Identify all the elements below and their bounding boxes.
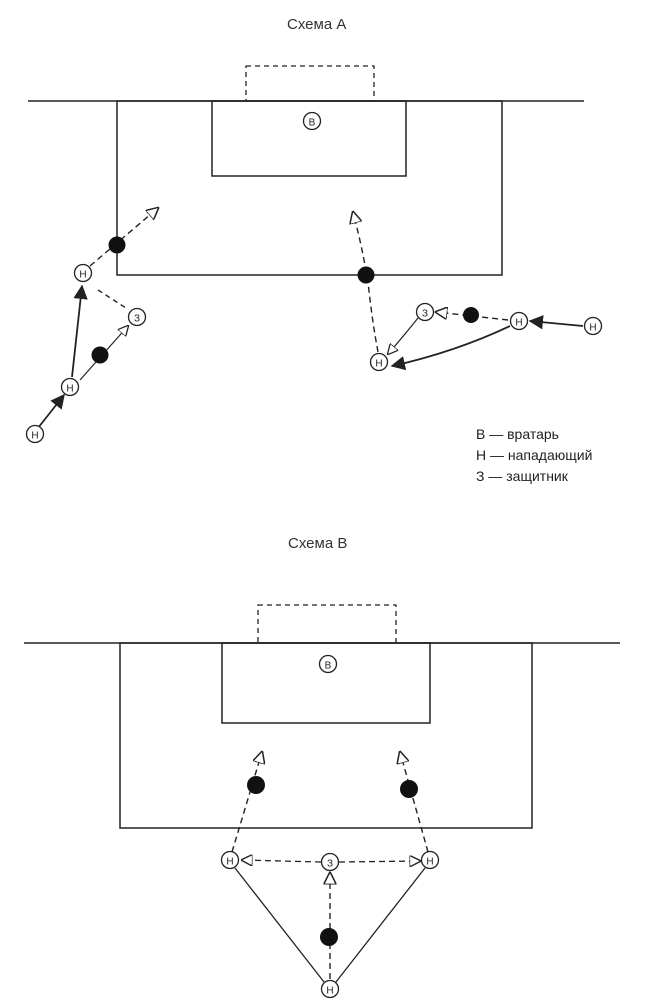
- svg-text:Н: Н: [326, 986, 333, 997]
- pass-line: [388, 317, 419, 354]
- shot-line: [89, 208, 158, 267]
- svg-text:Н: Н: [515, 318, 522, 329]
- ball: [91, 346, 109, 364]
- svg-text:З: З: [327, 859, 333, 870]
- goal-area-a: [211, 100, 407, 177]
- defender-marker: З: [127, 307, 147, 327]
- run-line: [37, 393, 65, 429]
- forward-marker: Н: [420, 850, 440, 870]
- legend-goalkeeper: В — вратарь: [476, 426, 559, 442]
- scheme-b-title: Схема В: [288, 535, 348, 552]
- svg-text:Н: Н: [226, 857, 233, 868]
- svg-text:Н: Н: [31, 431, 38, 442]
- run-line: [234, 867, 325, 983]
- shot-line: [231, 752, 262, 853]
- svg-text:В: В: [325, 661, 332, 672]
- scheme-a-title: Схема А: [287, 16, 347, 33]
- forward-marker: Н: [583, 316, 603, 336]
- svg-text:З: З: [134, 314, 140, 325]
- run-line: [71, 284, 88, 378]
- forward-marker: Н: [60, 377, 80, 397]
- legend-forward: Н — нападающий: [476, 447, 593, 463]
- scheme-b-play: Н Н Н З В: [220, 654, 440, 999]
- svg-text:Н: Н: [426, 857, 433, 868]
- forward-marker: Н: [369, 352, 389, 372]
- legend: В — вратарь Н — нападающий З — защитник: [476, 424, 592, 487]
- goal-net-b: [257, 604, 397, 644]
- goal-net-a: [245, 65, 375, 102]
- legend-defender: З — защитник: [476, 468, 568, 484]
- pass-line: [436, 312, 509, 321]
- forward-marker: Н: [509, 311, 529, 331]
- ball: [400, 780, 418, 798]
- ball: [108, 236, 126, 254]
- forward-marker: Н: [320, 979, 340, 999]
- svg-text:Н: Н: [375, 359, 382, 370]
- ball: [247, 776, 265, 794]
- forward-marker: Н: [25, 424, 45, 444]
- svg-text:Н: Н: [79, 270, 86, 281]
- defender-marker: З: [415, 302, 435, 322]
- goalkeeper-marker: В: [302, 111, 322, 131]
- svg-text:В: В: [309, 118, 316, 129]
- ball: [357, 266, 375, 284]
- forward-marker: Н: [220, 850, 240, 870]
- scheme-b-field: [24, 604, 620, 829]
- forward-marker: Н: [73, 263, 93, 283]
- pass-line: [242, 860, 322, 862]
- ball: [320, 928, 338, 946]
- run-line: [335, 867, 426, 983]
- svg-text:З: З: [422, 309, 428, 320]
- ball: [463, 307, 479, 323]
- pass-line: [338, 861, 420, 862]
- pass-line: [97, 289, 127, 309]
- goal-area-b: [221, 642, 431, 724]
- goalkeeper-marker: В: [318, 654, 338, 674]
- svg-text:Н: Н: [66, 384, 73, 395]
- shot-line: [400, 752, 429, 853]
- svg-text:Н: Н: [589, 323, 596, 334]
- run-line: [390, 325, 511, 371]
- scheme-a-field: [28, 65, 584, 276]
- run-line: [528, 315, 584, 330]
- defender-marker: З: [320, 852, 340, 872]
- scheme-a-left-play: Н Н Н З: [25, 208, 159, 444]
- scheme-a-right-play: Н Н Н З: [353, 212, 603, 372]
